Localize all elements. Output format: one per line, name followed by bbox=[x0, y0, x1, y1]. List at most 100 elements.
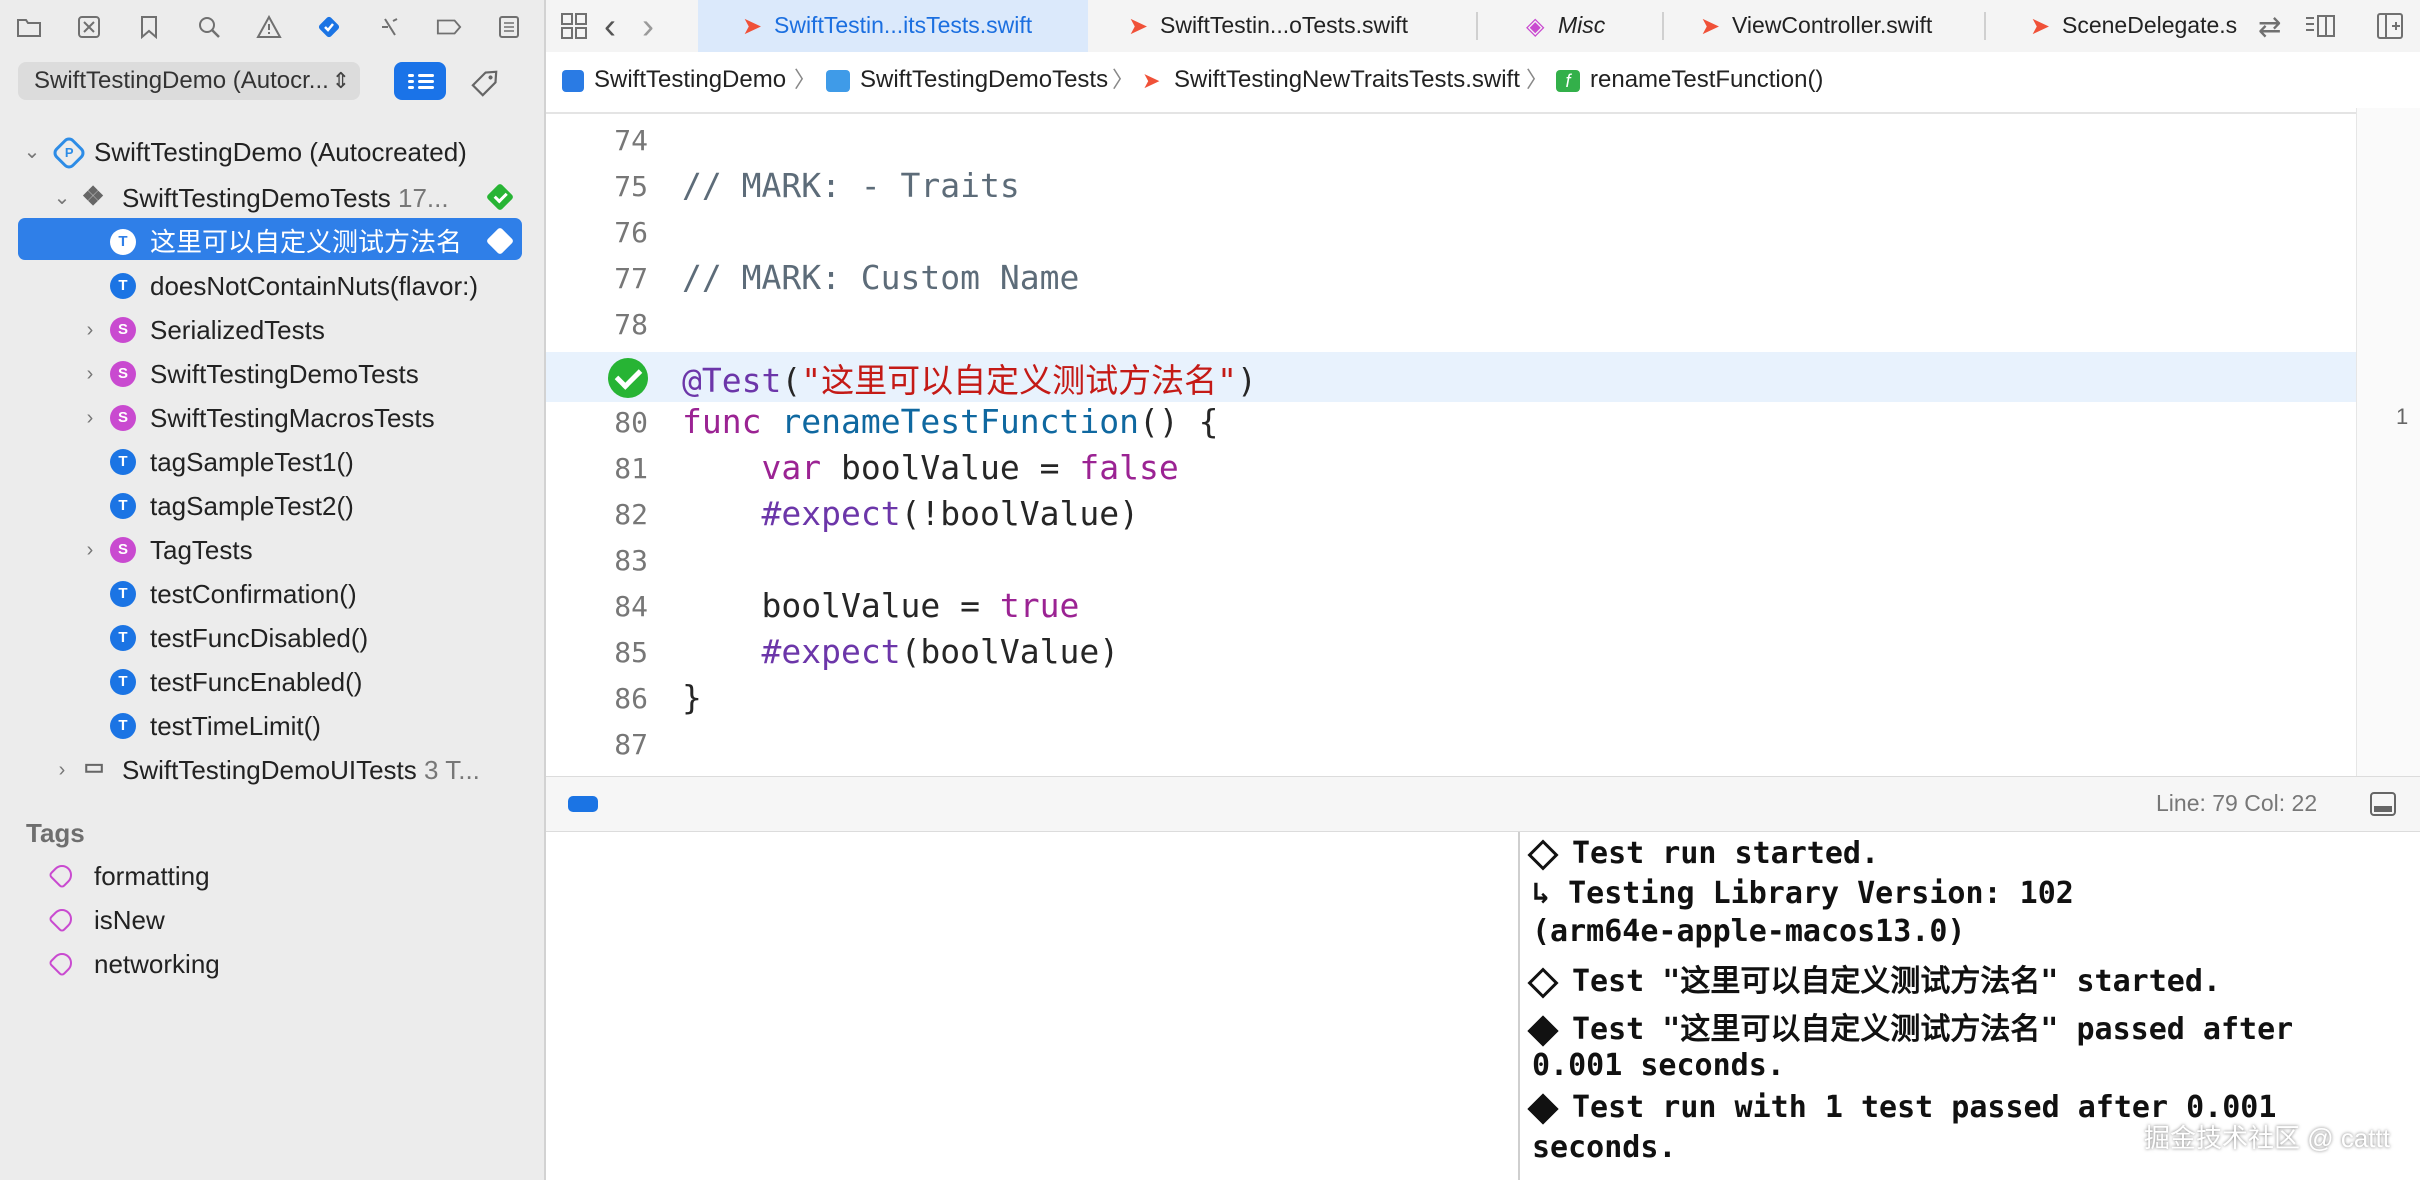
console-line: Test "这里可以自定义测试方法名" passed after bbox=[1527, 1004, 2293, 1048]
find-icon[interactable] bbox=[196, 14, 222, 40]
breadcrumb-item-folder[interactable]: SwiftTestingDemoTests bbox=[826, 52, 1108, 108]
breadcrumb-label: SwiftTestingDemoTests bbox=[860, 66, 1109, 93]
console-toggle-icon[interactable] bbox=[2370, 792, 2396, 816]
tree-row-test[interactable]: T tagSampleTest2() bbox=[0, 484, 544, 528]
chevron-right-icon[interactable]: › bbox=[86, 319, 94, 341]
debug-icon[interactable] bbox=[376, 14, 402, 40]
breakpoint-icon[interactable] bbox=[436, 14, 462, 40]
chevron-down-icon[interactable]: ⌄ bbox=[23, 141, 41, 163]
tag-filter-icon[interactable] bbox=[463, 57, 511, 105]
selected-row-highlight bbox=[18, 218, 522, 260]
report-icon[interactable] bbox=[496, 14, 522, 40]
tree-row-test[interactable]: T doesNotContainNuts(flavor:) bbox=[0, 264, 544, 308]
scheme-selector[interactable]: SwiftTestingDemo (Autocr... ⇕ bbox=[18, 62, 360, 100]
chevron-down-icon[interactable]: ⌄ bbox=[53, 187, 71, 209]
sticky-divider bbox=[546, 112, 2356, 114]
breadcrumb-item-project[interactable]: SwiftTestingDemo bbox=[562, 52, 786, 108]
tree-label: SwiftTestingDemoTests bbox=[150, 359, 419, 389]
tab-label: SceneDelegate.s bbox=[2062, 12, 2238, 38]
code-line-86: } bbox=[682, 678, 702, 717]
pass-status-icon bbox=[485, 182, 515, 212]
swap-icon[interactable]: ⇄ bbox=[2258, 11, 2282, 42]
chevron-right-icon[interactable]: › bbox=[86, 539, 94, 561]
diamond-outline-icon bbox=[1527, 966, 1559, 999]
run-test-pass-icon[interactable] bbox=[608, 358, 648, 398]
tree-row-suite[interactable]: › S TagTests bbox=[0, 528, 544, 572]
test-icon[interactable] bbox=[316, 14, 342, 40]
tree-label: testTimeLimit() bbox=[150, 711, 321, 741]
tab-scene-delegate[interactable]: ➤ SceneDelegate.s bbox=[2030, 0, 2254, 52]
tree-row-target[interactable]: ⌄ ❖ SwiftTestingDemoTests 17... bbox=[0, 176, 544, 220]
tree-row-suite[interactable]: › S SwiftTestingMacrosTests bbox=[0, 396, 544, 440]
code-line-82: #expect(!boolValue) bbox=[761, 494, 1139, 533]
chevron-right-icon[interactable]: › bbox=[58, 759, 66, 781]
chevron-right-icon[interactable]: › bbox=[86, 363, 94, 385]
breadcrumb-item-file[interactable]: ➤SwiftTestingNewTraitsTests.swift bbox=[1142, 52, 1520, 108]
line-number: 75 bbox=[614, 170, 648, 203]
test-hierarchy-button[interactable] bbox=[394, 62, 446, 100]
test-function-icon: T bbox=[110, 229, 136, 255]
tree-label: SerializedTests bbox=[150, 315, 325, 345]
tag-icon bbox=[47, 860, 77, 890]
chevron-right-icon[interactable]: › bbox=[86, 407, 94, 429]
test-function-icon: T bbox=[110, 493, 136, 519]
editor-tab-bar: ‹ › ➤SwiftTestin...itsTests.swift ➤Swift… bbox=[546, 0, 2420, 53]
tab-traits-tests[interactable]: ➤SwiftTestin...itsTests.swift bbox=[698, 0, 1088, 52]
code-editor[interactable] bbox=[546, 108, 2356, 776]
back-chevron-icon[interactable]: ‹ bbox=[604, 5, 616, 46]
tag-label: networking bbox=[94, 949, 220, 979]
test-plan-icon: P bbox=[50, 134, 88, 172]
inspector-toggle-icon[interactable] bbox=[2304, 14, 2336, 38]
tree-row-suite[interactable]: › S SerializedTests bbox=[0, 308, 544, 352]
issue-icon[interactable] bbox=[256, 14, 282, 40]
breadcrumb: SwiftTestingDemo 〉 SwiftTestingDemoTests… bbox=[546, 52, 2420, 109]
tab-divider bbox=[1476, 12, 1478, 40]
bookmark-icon[interactable] bbox=[136, 14, 162, 40]
tree-row-test[interactable]: T testFuncEnabled() bbox=[0, 660, 544, 704]
test-suite-icon: S bbox=[110, 361, 136, 387]
breadcrumb-label: renameTestFunction() bbox=[1590, 66, 1824, 93]
tree-label: tagSampleTest1() bbox=[150, 447, 354, 477]
grid-icon[interactable] bbox=[560, 12, 588, 40]
add-editor-icon[interactable] bbox=[2376, 12, 2404, 40]
line-number: 83 bbox=[614, 544, 648, 577]
console-output[interactable] bbox=[1522, 832, 2420, 1180]
line-number: 86 bbox=[614, 682, 648, 715]
tree-label: tagSampleTest2() bbox=[150, 491, 354, 521]
tree-row-project[interactable]: ⌄ P SwiftTestingDemo (Autocreated) bbox=[0, 130, 544, 174]
tree-label: TagTests bbox=[150, 535, 253, 565]
line-number: 85 bbox=[614, 636, 648, 669]
tree-row-target[interactable]: › ▭ SwiftTestingDemoUITests 3 T... bbox=[0, 748, 544, 792]
swift-icon: ➤ bbox=[1142, 67, 1161, 93]
tab-view-controller[interactable]: ➤ViewController.swift bbox=[1700, 0, 1932, 52]
test-function-icon: T bbox=[110, 581, 136, 607]
tree-row-test[interactable]: T testTimeLimit() bbox=[0, 704, 544, 748]
folder-icon[interactable] bbox=[16, 14, 42, 40]
minimap[interactable] bbox=[2356, 108, 2420, 776]
tab-misc[interactable]: ◈Misc bbox=[1526, 0, 1605, 52]
variables-pane[interactable] bbox=[546, 832, 1520, 1180]
test-suite-icon: S bbox=[110, 317, 136, 343]
tree-row-suite[interactable]: › S SwiftTestingDemoTests bbox=[0, 352, 544, 396]
console-line: Test "这里可以自定义测试方法名" started. bbox=[1527, 956, 2221, 1000]
debug-area-toggle[interactable] bbox=[568, 796, 598, 812]
tab-demo-tests[interactable]: ➤SwiftTestin...oTests.swift bbox=[1106, 0, 1408, 52]
breadcrumb-separator: 〉 bbox=[1526, 67, 1549, 92]
tree-row-test[interactable]: T tagSampleTest1() bbox=[0, 440, 544, 484]
pane-divider[interactable] bbox=[1518, 832, 1520, 1180]
swift-icon: ➤ bbox=[2030, 12, 2051, 40]
tag-label: formatting bbox=[94, 861, 210, 891]
tags-heading: Tags bbox=[26, 818, 85, 848]
console-line: seconds. bbox=[1532, 1130, 1677, 1165]
tree-row-test[interactable]: T testConfirmation() bbox=[0, 572, 544, 616]
diamond-check-icon bbox=[1527, 1014, 1559, 1047]
tag-label: isNew bbox=[94, 905, 165, 935]
debug-status-bar bbox=[546, 776, 2420, 832]
tree-row-test[interactable]: T 这里可以自定义测试方法名 bbox=[0, 220, 544, 264]
tag-icon bbox=[47, 904, 77, 934]
watermark: 掘金技术社区 @ cattt bbox=[2144, 1123, 2390, 1153]
tree-row-test[interactable]: T testFuncDisabled() bbox=[0, 616, 544, 660]
forward-chevron-icon[interactable]: › bbox=[642, 5, 654, 46]
source-control-icon[interactable] bbox=[76, 14, 102, 40]
